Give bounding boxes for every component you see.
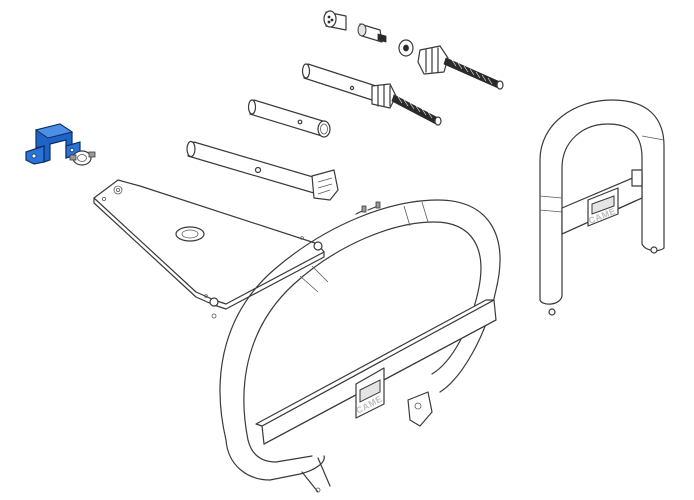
large-logo-graphic [359, 379, 381, 403]
long-tube-bracket [311, 169, 339, 201]
small-logo-graphic [591, 195, 615, 215]
large-panel-bracket-hole [414, 402, 422, 410]
base-plate-hole [102, 196, 107, 201]
upper-tube-body [303, 63, 377, 101]
small-hoop-left-foot [539, 295, 563, 305]
small-hoop-pin [650, 246, 658, 254]
bracket-hole [31, 153, 37, 159]
drive-screw-thread [451, 59, 493, 85]
base-plate-hole [116, 187, 121, 192]
base-plate-hole [300, 236, 304, 240]
base-plate-hinge [209, 297, 219, 307]
connector-pin [327, 20, 331, 24]
lead-screw [391, 94, 439, 125]
small-hoop-outer [539, 99, 665, 301]
small-hoop-inner [561, 123, 643, 297]
lead-screw-thread [397, 96, 433, 119]
large-hoop-lower-end [301, 457, 331, 493]
base-plate-center-boss-inner [181, 229, 199, 239]
lead-screw-tip [434, 116, 442, 126]
bracket-hole [69, 147, 75, 153]
upper-actuator-tube[interactable] [301, 63, 442, 126]
large-panel-top [255, 299, 495, 427]
clamp-inner [77, 154, 87, 162]
base-plate-hole [211, 313, 217, 319]
long-tube-bracket-slots [317, 177, 333, 195]
large-hoop-end [225, 439, 325, 481]
large-hoop-band [299, 201, 429, 293]
coupler-teeth [377, 33, 387, 43]
middle-tube-pin [297, 119, 303, 125]
washer-hole [403, 44, 409, 52]
coupler[interactable] [357, 23, 387, 43]
small-panel-clip [631, 169, 643, 187]
middle-tube-open-inner [320, 123, 328, 135]
large-hoop-end-inner [247, 439, 313, 463]
base-plate[interactable] [93, 179, 325, 319]
pin-head [361, 205, 367, 213]
bracket-top-face [34, 123, 74, 139]
clamp-ear [69, 154, 77, 161]
clamp-ear [88, 151, 96, 158]
coupler-face [357, 23, 367, 37]
middle-tube[interactable] [247, 99, 331, 138]
base-plate-hole [113, 185, 123, 195]
drive-nut-fins [425, 47, 439, 73]
base-plate-center-boss [175, 226, 205, 242]
base-plate-hinge [313, 241, 323, 251]
washer[interactable] [398, 39, 414, 57]
small-hoop-pin [548, 308, 556, 316]
upper-tube-actuator-fins [377, 84, 391, 107]
upper-tube-end [301, 63, 311, 79]
drive-screw-tip [496, 80, 504, 90]
long-tube-end [186, 140, 196, 158]
small-hoop-panel[interactable]: CAME [561, 169, 643, 235]
small-hoop-frame[interactable] [539, 99, 665, 316]
small-hoop-band [539, 135, 665, 213]
long-tube-pin [254, 166, 262, 174]
motor-connector[interactable] [323, 10, 347, 31]
connector-pin [327, 15, 331, 19]
drive-nut [417, 45, 449, 75]
highlighted-mounting-bracket[interactable] [25, 123, 81, 165]
large-hoop-lower-pin [315, 487, 321, 493]
base-plate-hole [204, 294, 208, 298]
pin-head [375, 201, 381, 209]
small-pins[interactable] [355, 201, 381, 215]
base-plate-outline [93, 179, 325, 305]
long-tube[interactable] [186, 140, 339, 201]
connector-pin [330, 18, 334, 22]
upper-tube-pin [349, 85, 355, 91]
large-hoop-panel[interactable]: CAME [255, 299, 497, 445]
large-panel-bracket [407, 391, 433, 427]
drive-screw-assembly[interactable] [417, 45, 504, 90]
pipe-clamp[interactable] [69, 150, 96, 166]
middle-tube-open-end [317, 120, 331, 138]
middle-tube-body [249, 99, 327, 137]
connector-face [323, 10, 337, 28]
middle-tube-end [247, 99, 257, 115]
